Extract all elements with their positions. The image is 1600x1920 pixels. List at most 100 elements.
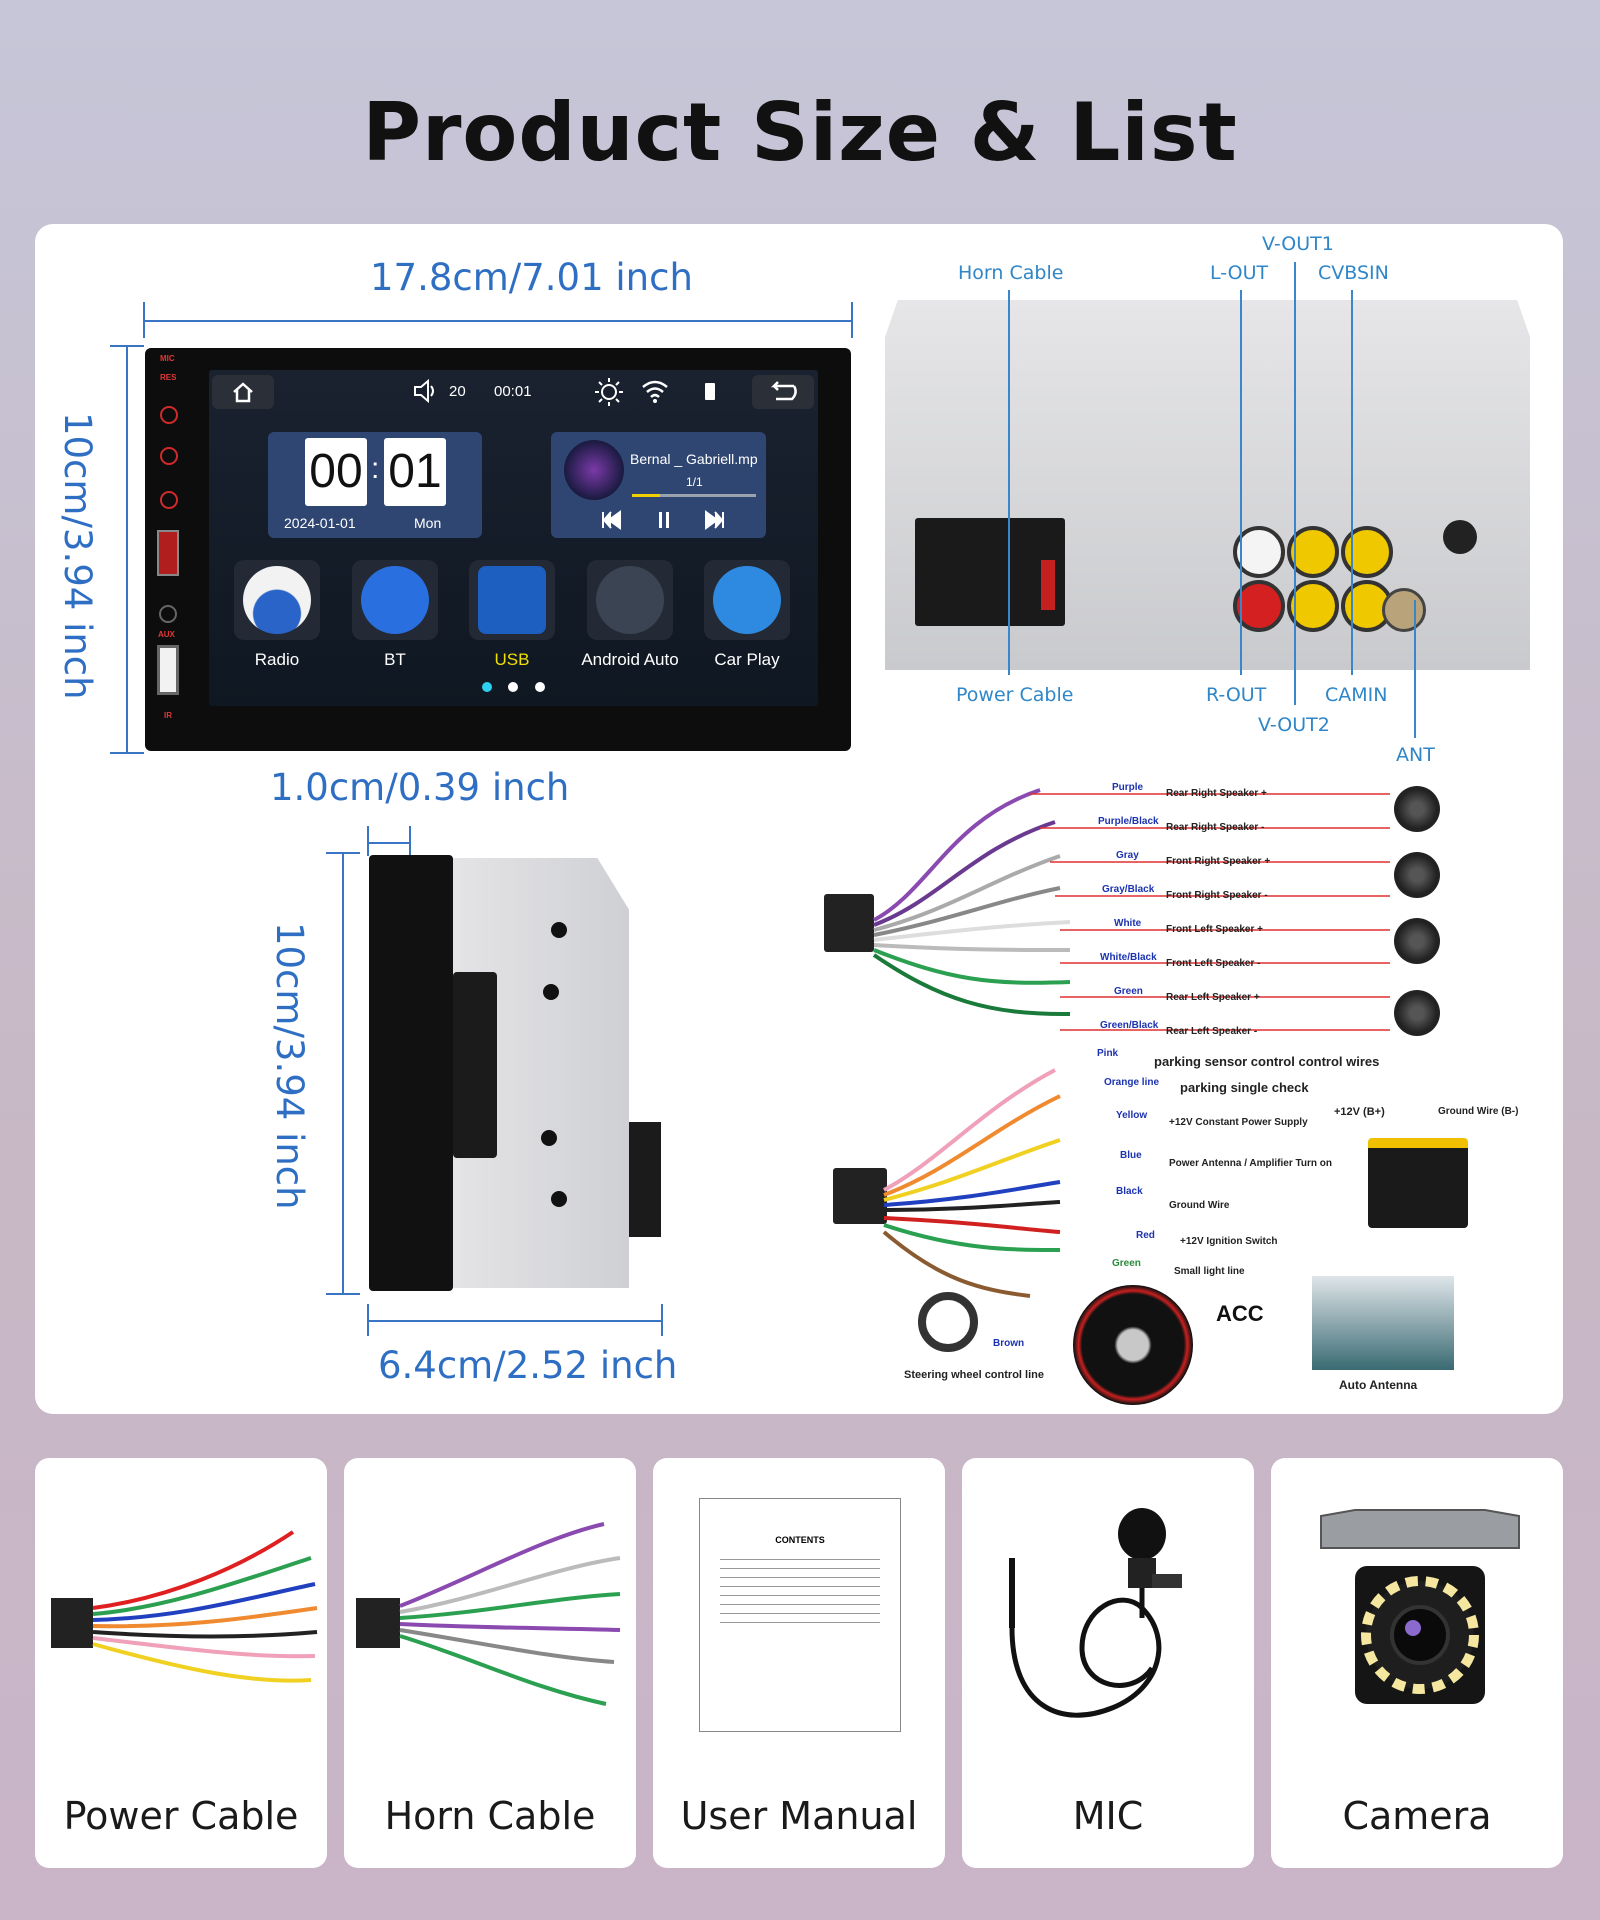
wire-desc: +12V Constant Power Supply: [1169, 1117, 1308, 1128]
accessory-card-camera: Camera: [1271, 1458, 1563, 1868]
wifi-icon[interactable]: [640, 378, 670, 404]
android-auto-app-tile[interactable]: [587, 560, 673, 640]
power-harness-connector: [833, 1168, 887, 1224]
previous-icon[interactable]: [600, 510, 622, 530]
width-tick-right: [851, 302, 853, 338]
mic-image: [1009, 1508, 1182, 1718]
speaker-harness-connector: [824, 894, 874, 952]
side-depth-label: 6.4cm/2.52 inch: [378, 1344, 678, 1387]
android-auto-app-label: Android Auto: [581, 650, 679, 669]
accessory-label: Horn Cable: [384, 1794, 596, 1838]
clock-widget[interactable]: [268, 432, 482, 538]
album-art: [564, 440, 624, 500]
radio-app-tile[interactable]: [234, 560, 320, 640]
accessory-label: User Manual: [680, 1794, 918, 1838]
clock-minutes: 01: [384, 438, 446, 506]
wire-desc: Front Left Speaker +: [1166, 924, 1263, 935]
wire-color-label: Purple/Black: [1098, 816, 1159, 827]
media-track-count: 1/1: [686, 475, 703, 489]
side-depth-line: [367, 1320, 663, 1322]
usb-port: [157, 530, 179, 576]
cvbsin-leader: [1351, 290, 1353, 675]
wire-color-label: Red: [1136, 1230, 1155, 1241]
media-progress-fill: [632, 494, 660, 497]
accessory-card-user-manual: CONTENTS User Manual: [653, 1458, 945, 1868]
clock-hours: 00: [305, 438, 367, 506]
auto-antenna-label: Auto Antenna: [1339, 1378, 1418, 1392]
back-icon: [770, 381, 797, 401]
wire-color-label: Yellow: [1116, 1110, 1148, 1121]
pause-icon[interactable]: [656, 510, 672, 530]
side-height-tick-b: [326, 1293, 360, 1295]
usb-app-tile[interactable]: [469, 560, 555, 640]
wire-color-label: White/Black: [1100, 952, 1157, 963]
usb-port-2: [157, 645, 179, 695]
side-hole: [541, 1130, 557, 1146]
wire-desc: Rear Right Speaker +: [1166, 788, 1267, 799]
l-out-label: L-OUT: [1210, 262, 1269, 284]
steering-wheel-icon: [918, 1292, 978, 1352]
bt-app-label: BT: [384, 650, 406, 669]
power-wires: [882, 1068, 1061, 1298]
speaker-wires: [872, 788, 1390, 1031]
side-height-tick-t: [326, 852, 360, 854]
wire-desc: Rear Left Speaker +: [1166, 992, 1260, 1003]
wire-desc: parking sensor control control wires: [1154, 1054, 1380, 1069]
r-out-label: R-OUT: [1206, 684, 1267, 706]
back-button[interactable]: [752, 375, 814, 409]
side-height-line: [342, 852, 344, 1294]
acc-label: ACC: [1216, 1301, 1264, 1326]
height-tick-bottom: [110, 752, 144, 754]
wire-desc: parking single check: [1180, 1080, 1309, 1095]
power-icon[interactable]: [160, 406, 178, 424]
camera-image: [1320, 1509, 1520, 1704]
ant-label: ANT: [1396, 744, 1435, 766]
volume-up-icon[interactable]: [160, 447, 178, 465]
radio-icon: [243, 566, 311, 634]
wire-desc: Power Antenna / Amplifier Turn on: [1169, 1158, 1332, 1169]
carplay-app-tile[interactable]: [704, 560, 790, 640]
wire-color-label: Green/Black: [1100, 1020, 1159, 1031]
brown-wire-label: Brown: [993, 1338, 1025, 1349]
media-progress[interactable]: [632, 494, 756, 497]
wire-color-label: Blue: [1120, 1150, 1142, 1161]
wire-desc: Front Right Speaker +: [1166, 856, 1271, 867]
horn-cable-leader: [1008, 290, 1010, 675]
manual-image: CONTENTS: [699, 1498, 901, 1732]
wire-desc: +12V Ignition Switch: [1180, 1236, 1278, 1247]
home-button[interactable]: [212, 375, 274, 409]
side-hole: [551, 922, 567, 938]
accessory-label: Power Cable: [63, 1794, 299, 1838]
iso-latch: [1041, 560, 1055, 610]
page-dot-3[interactable]: [535, 682, 545, 692]
speaker-icon: [1394, 918, 1440, 964]
clock-date: 2024-01-01: [284, 515, 356, 531]
volume-icon[interactable]: [412, 378, 438, 404]
clock-day: Mon: [414, 515, 442, 531]
manual-heading: CONTENTS: [775, 1535, 825, 1545]
wire-color-label: Green: [1112, 1258, 1141, 1269]
cvbsin-label: CVBSIN: [1318, 262, 1389, 284]
l-out-leader: [1240, 290, 1242, 675]
page-dot-1[interactable]: [482, 682, 492, 692]
volume-down-icon[interactable]: [160, 491, 178, 509]
wire-color-label: Green: [1114, 986, 1143, 997]
camin-label: CAMIN: [1325, 684, 1388, 706]
height-dimension-label: 10cm/3.94 inch: [56, 412, 99, 700]
android-auto-icon: [596, 566, 664, 634]
side-hole: [543, 984, 559, 1000]
clock-colon: :: [371, 452, 380, 485]
wire-desc: Rear Left Speaker -: [1166, 1026, 1258, 1037]
mic-label: MIC: [160, 354, 175, 363]
v-out1-label: V-OUT1: [1262, 233, 1334, 255]
page-dot-2[interactable]: [508, 682, 518, 692]
aux-label: AUX: [158, 630, 175, 639]
wire-color-label: White: [1114, 918, 1142, 929]
bt-app-tile[interactable]: [352, 560, 438, 640]
wire-color-label: Orange line: [1104, 1077, 1160, 1088]
height-dimension-line: [126, 345, 128, 753]
speaker-icon: [1394, 852, 1440, 898]
brightness-icon[interactable]: [594, 377, 624, 407]
next-icon[interactable]: [704, 510, 726, 530]
home-icon: [233, 382, 253, 403]
